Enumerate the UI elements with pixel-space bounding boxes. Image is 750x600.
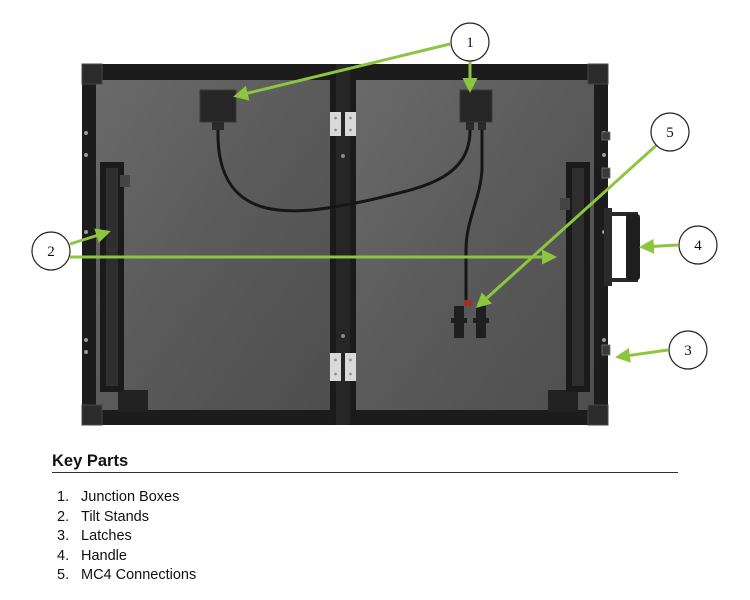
tilt-stand-left: [100, 162, 130, 392]
hinge-top: [330, 112, 356, 136]
key-parts-list: 1. Junction Boxes 2. Tilt Stands 3. Latches…: [57, 488, 196, 586]
key-item-number: 4.: [57, 547, 70, 564]
arrow-1-left: [233, 42, 451, 101]
key-divider: [52, 472, 678, 473]
corner-bracket-br: [587, 404, 609, 426]
arrow-3: [615, 347, 669, 363]
svg-text:4: 4: [694, 238, 702, 254]
junction-box-left: [199, 89, 237, 130]
key-parts-heading: Key Parts: [52, 452, 129, 470]
callout-3: 3: [668, 330, 708, 370]
key-item-label: Handle: [81, 547, 127, 564]
tilt-stand-right: [560, 162, 590, 392]
callout-5: 5: [650, 112, 690, 152]
key-item-label: Latches: [81, 528, 132, 545]
arrow-2-left: [69, 228, 111, 246]
hinge-bottom: [330, 353, 356, 381]
cables: [216, 129, 484, 306]
key-item-number: 5.: [57, 567, 70, 584]
foot-left: [118, 390, 148, 412]
junction-box-right: [459, 89, 493, 130]
mc4-connectors: [451, 306, 489, 338]
svg-text:5: 5: [666, 125, 674, 141]
key-item: 1. Junction Boxes: [57, 488, 196, 508]
arrow-5: [475, 140, 662, 309]
svg-text:3: 3: [684, 343, 692, 359]
latches: [601, 131, 611, 356]
solar-panel-diagram: 1 2 3 4 5: [31, 22, 718, 426]
key-item-label: MC4 Connections: [81, 567, 197, 584]
handle: [604, 208, 640, 286]
panel-back-sheet-right: [356, 80, 594, 410]
callout-arrows: [69, 42, 679, 363]
foot-right: [548, 390, 578, 412]
callout-2: 2: [31, 231, 71, 271]
callout-1: 1: [450, 22, 490, 62]
key-item: 5. MC4 Connections: [57, 566, 196, 586]
callout-4: 4: [678, 225, 718, 265]
key-item: 2. Tilt Stands: [57, 508, 196, 528]
svg-text:1: 1: [466, 35, 474, 51]
key-item-number: 3.: [57, 528, 70, 545]
svg-text:2: 2: [47, 244, 55, 260]
key-item: 3. Latches: [57, 527, 196, 547]
key-item-number: 1.: [57, 489, 70, 505]
panel-back-sheet-left: [96, 80, 330, 410]
key-item: 4. Handle: [57, 547, 196, 567]
key-item-label: Tilt Stands: [81, 508, 149, 525]
corner-bracket-tr: [587, 63, 609, 85]
corner-bracket-tl: [81, 63, 103, 85]
arrow-4: [639, 238, 679, 254]
key-item-label: Junction Boxes: [81, 489, 180, 505]
corner-bracket-bl: [81, 404, 103, 426]
key-item-number: 2.: [57, 508, 70, 525]
